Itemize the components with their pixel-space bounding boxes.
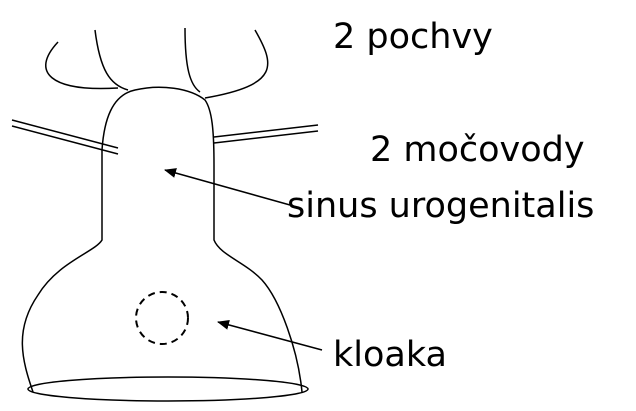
base-ellipse [28,377,308,401]
label-kloaka: kloaka [333,338,447,373]
vagina-curve-right-inner [185,28,200,92]
vagina-curve-left-inner [95,30,128,90]
cloaca-circle [136,292,188,344]
label-sinus-urogenitalis: sinus urogenitalis [287,189,594,224]
label-mocovody: 2 močovody [370,133,585,168]
vagina-curve-right-outer [205,30,268,98]
sinus-arrow [165,170,290,205]
ureter-right-line-1 [214,125,318,137]
label-pochvy: 2 pochvy [333,20,493,55]
ureter-right-line-2 [214,131,318,143]
vagina-curve-left-outer [46,42,118,89]
body-outline [22,87,302,392]
ureter-lines [12,120,318,154]
kloaka-arrow [218,322,322,350]
